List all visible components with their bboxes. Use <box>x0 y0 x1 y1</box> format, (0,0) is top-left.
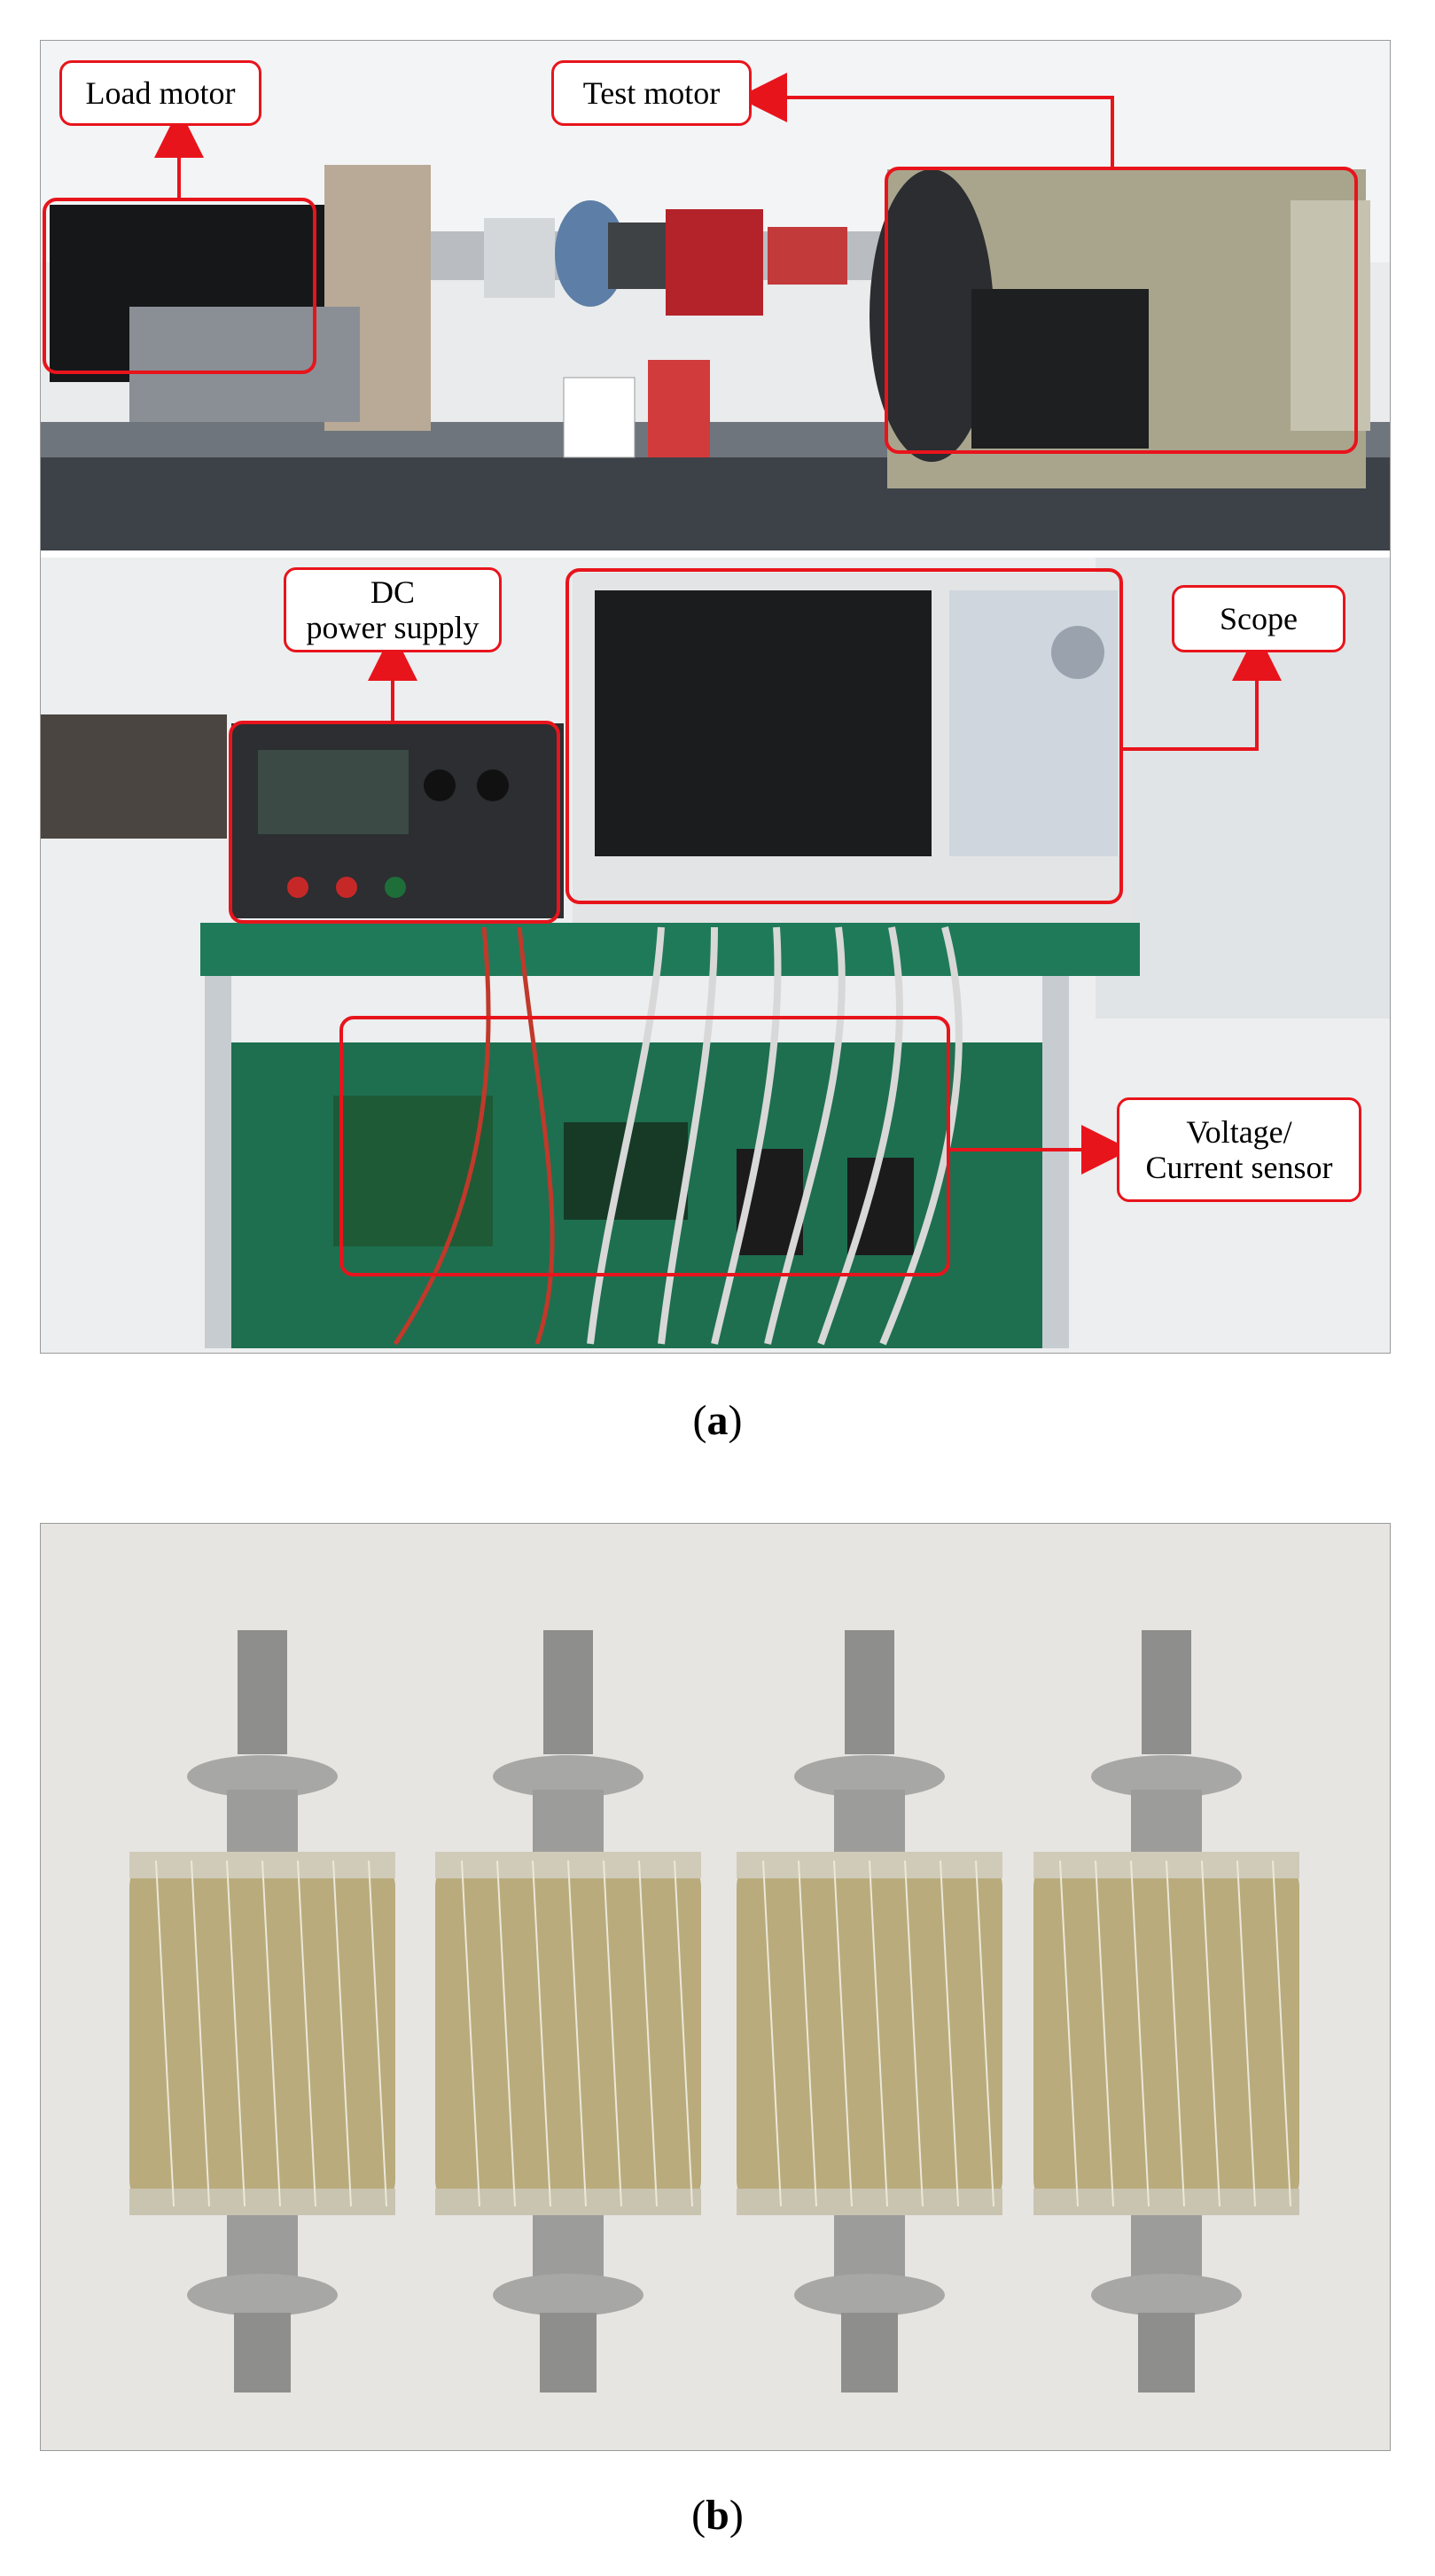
rotor <box>1033 1630 1299 2393</box>
rotor <box>435 1630 701 2393</box>
rotors-illustration <box>41 1524 1390 2450</box>
sensor-label: Voltage/ Current sensor <box>1117 1097 1361 1202</box>
panel-b-letter: b <box>706 2492 729 2539</box>
panel-a-letter: a <box>706 1397 729 1444</box>
panel-a-caption: (a) <box>692 1397 743 1444</box>
dc-power-supply-label: DC power supply <box>284 567 502 652</box>
load-motor-label: Load motor <box>59 60 261 126</box>
rotor <box>129 1630 395 2393</box>
rotor <box>737 1630 1002 2393</box>
panel-b-caption: (b) <box>691 2492 744 2539</box>
scope-label: Scope <box>1172 585 1345 652</box>
rotors-photo <box>40 1523 1391 2451</box>
test-motor-label: Test motor <box>551 60 752 126</box>
